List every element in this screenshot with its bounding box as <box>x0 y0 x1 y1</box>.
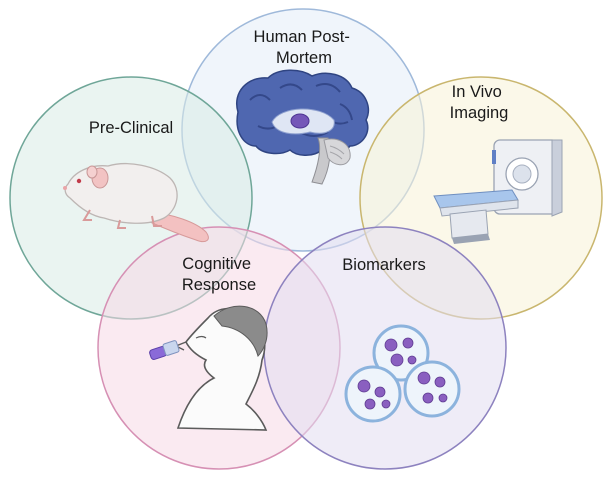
cell-culture-dishes-icon <box>344 324 461 423</box>
label-in-vivo-imaging: In Vivo Imaging <box>450 83 509 122</box>
label-cognitive-response: Cognitive Response <box>182 255 256 294</box>
mri-scanner-icon <box>433 139 563 244</box>
label-pre-clinical: Pre-Clinical <box>89 119 173 137</box>
label-human-post-mortem: Human Post- Mortem <box>254 28 355 67</box>
human-head-inhaler-icon <box>149 305 268 431</box>
label-biomarkers: Biomarkers <box>342 256 425 274</box>
rat-icon <box>63 163 209 243</box>
brain-icon <box>235 69 370 185</box>
